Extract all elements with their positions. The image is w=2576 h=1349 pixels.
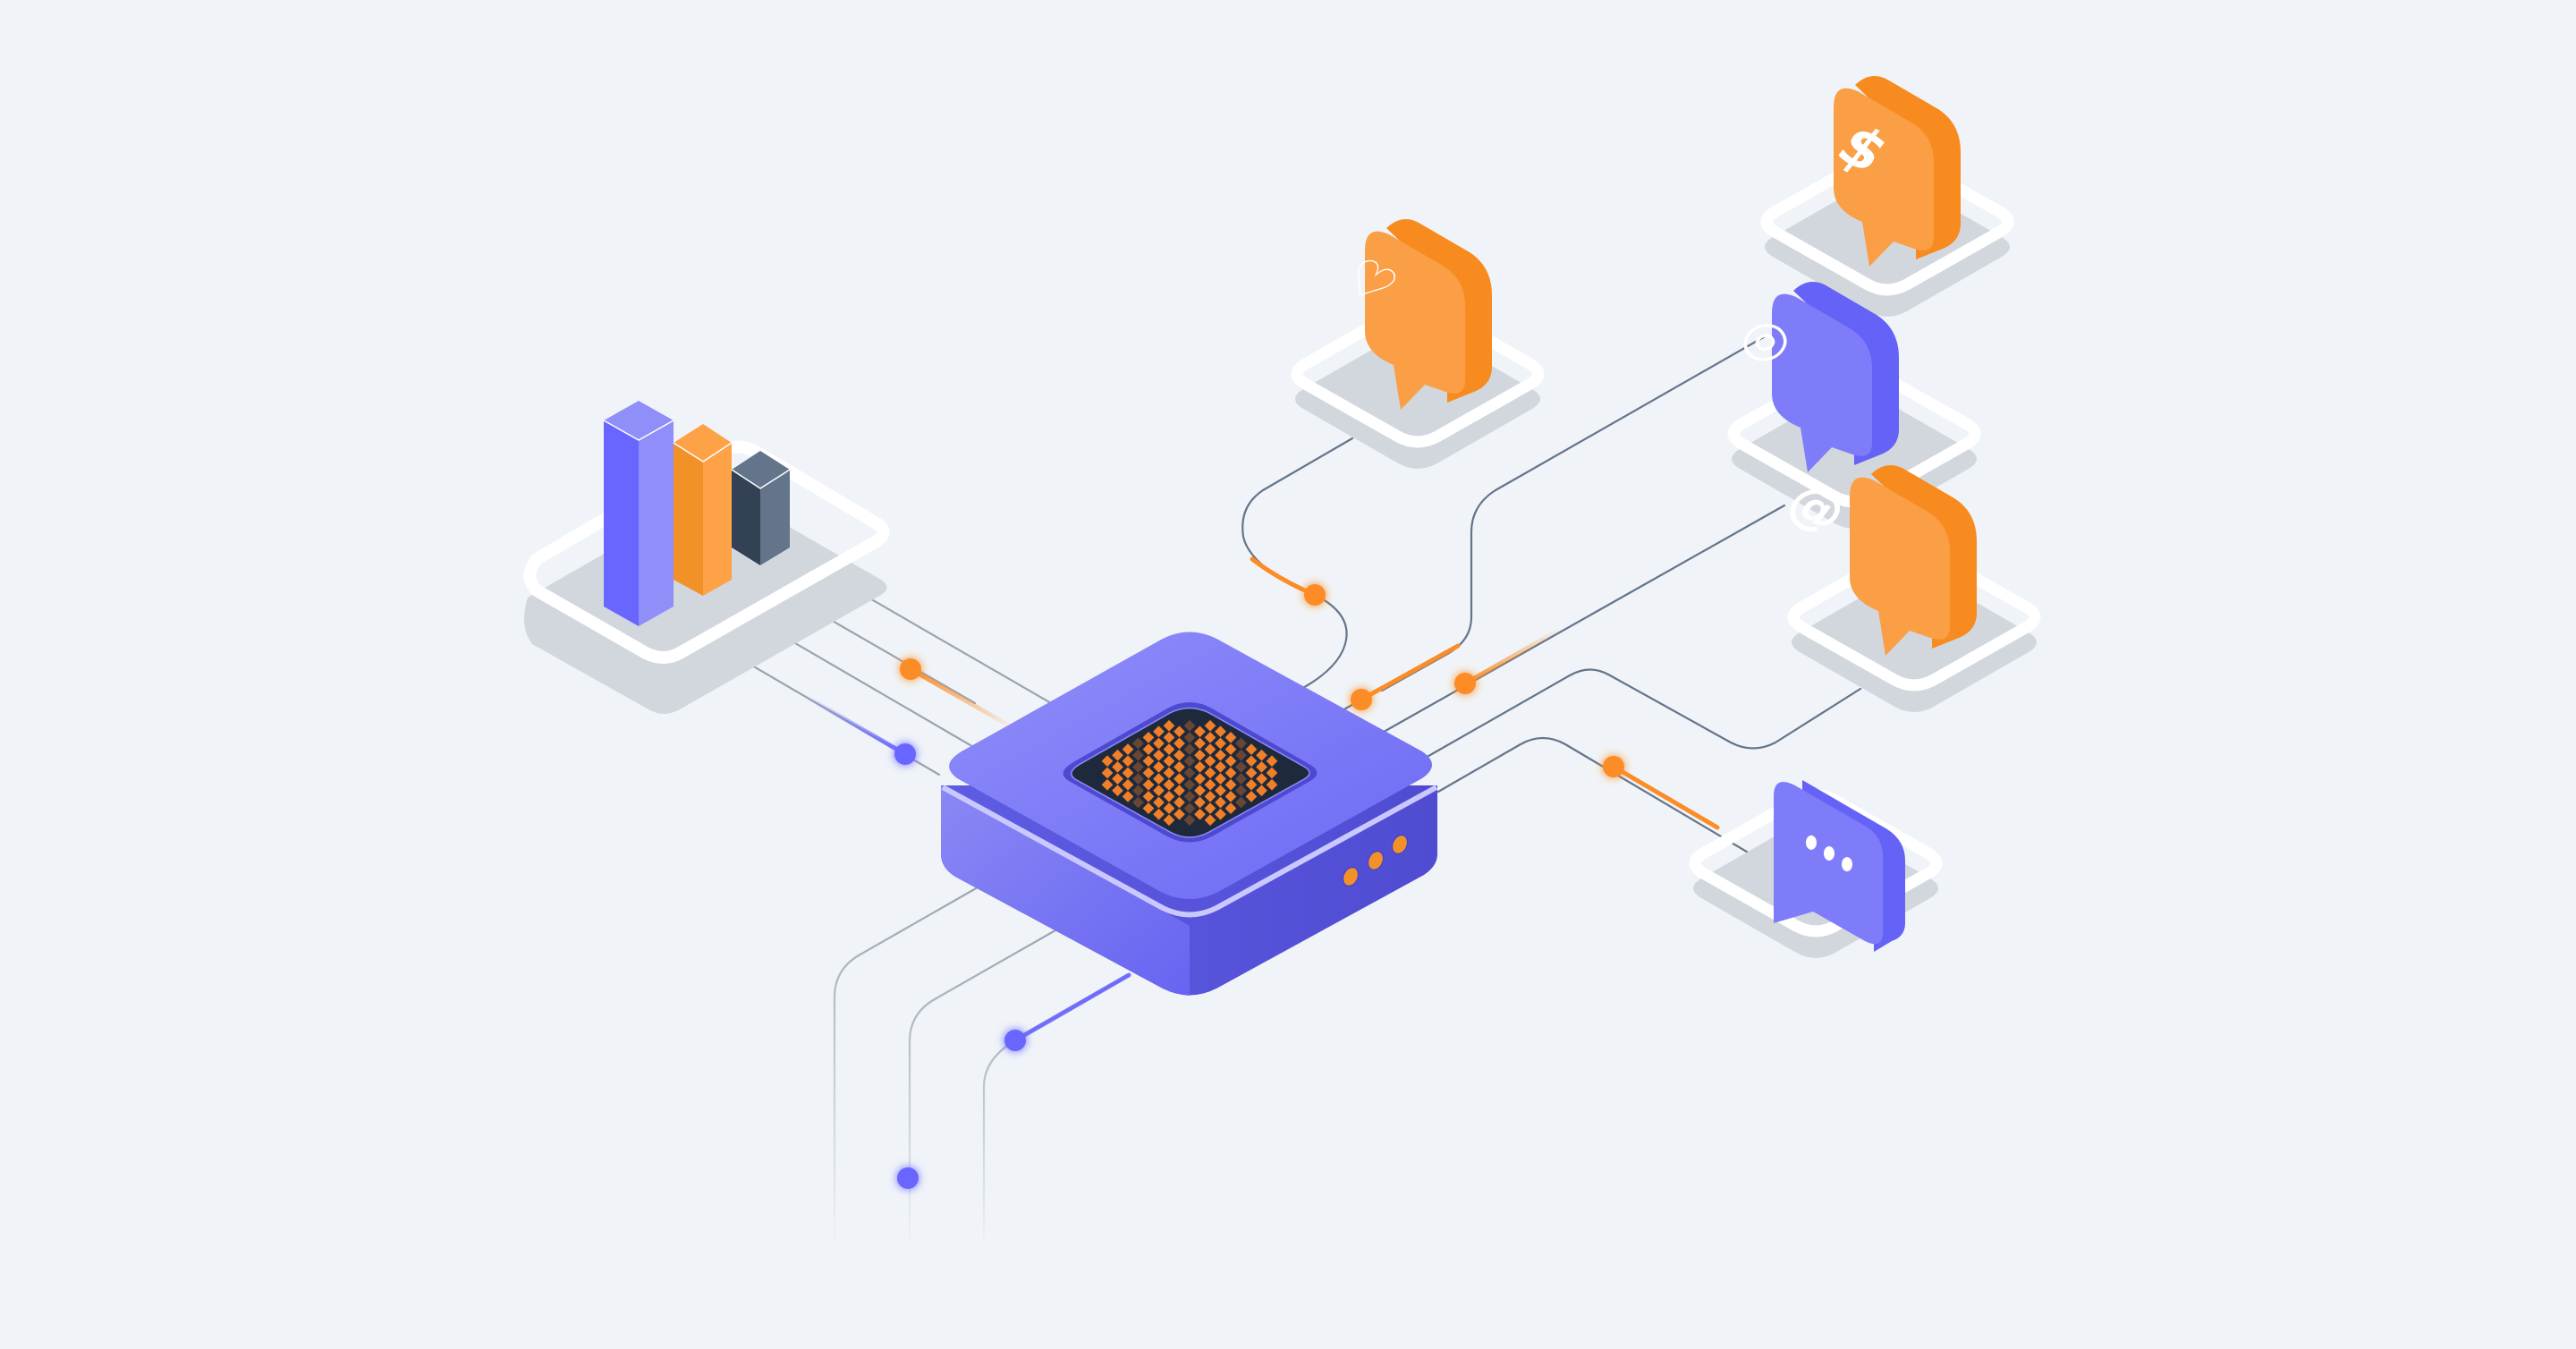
dollar-bubble: $ — [1824, 76, 1961, 267]
node-bottom-2 — [897, 1167, 919, 1189]
dot — [1806, 835, 1817, 850]
node-left-orange — [900, 658, 921, 680]
dot — [1824, 846, 1835, 861]
dot — [1842, 857, 1852, 872]
node-ellipsis — [1603, 756, 1624, 777]
location-bubble: ◎ — [1729, 282, 1899, 472]
connection-wires — [719, 334, 1862, 1254]
bar-chart-tile — [523, 401, 890, 714]
node-mid-2 — [1454, 673, 1476, 694]
chat-bubbles: ♡$◎@ — [1331, 76, 1977, 952]
bar-orange — [673, 424, 733, 596]
central-hub-device — [941, 632, 1438, 996]
bar-purple — [603, 401, 674, 626]
node-heart — [1304, 584, 1326, 606]
bar-slate — [731, 451, 791, 565]
node-left-purple — [894, 743, 916, 765]
connector-nodes — [894, 584, 1624, 1189]
status-ports — [1342, 834, 1409, 887]
node-bottom-1 — [1004, 1030, 1026, 1051]
ellipsis-bubble — [1774, 780, 1905, 952]
node-mid-1 — [1351, 689, 1372, 710]
